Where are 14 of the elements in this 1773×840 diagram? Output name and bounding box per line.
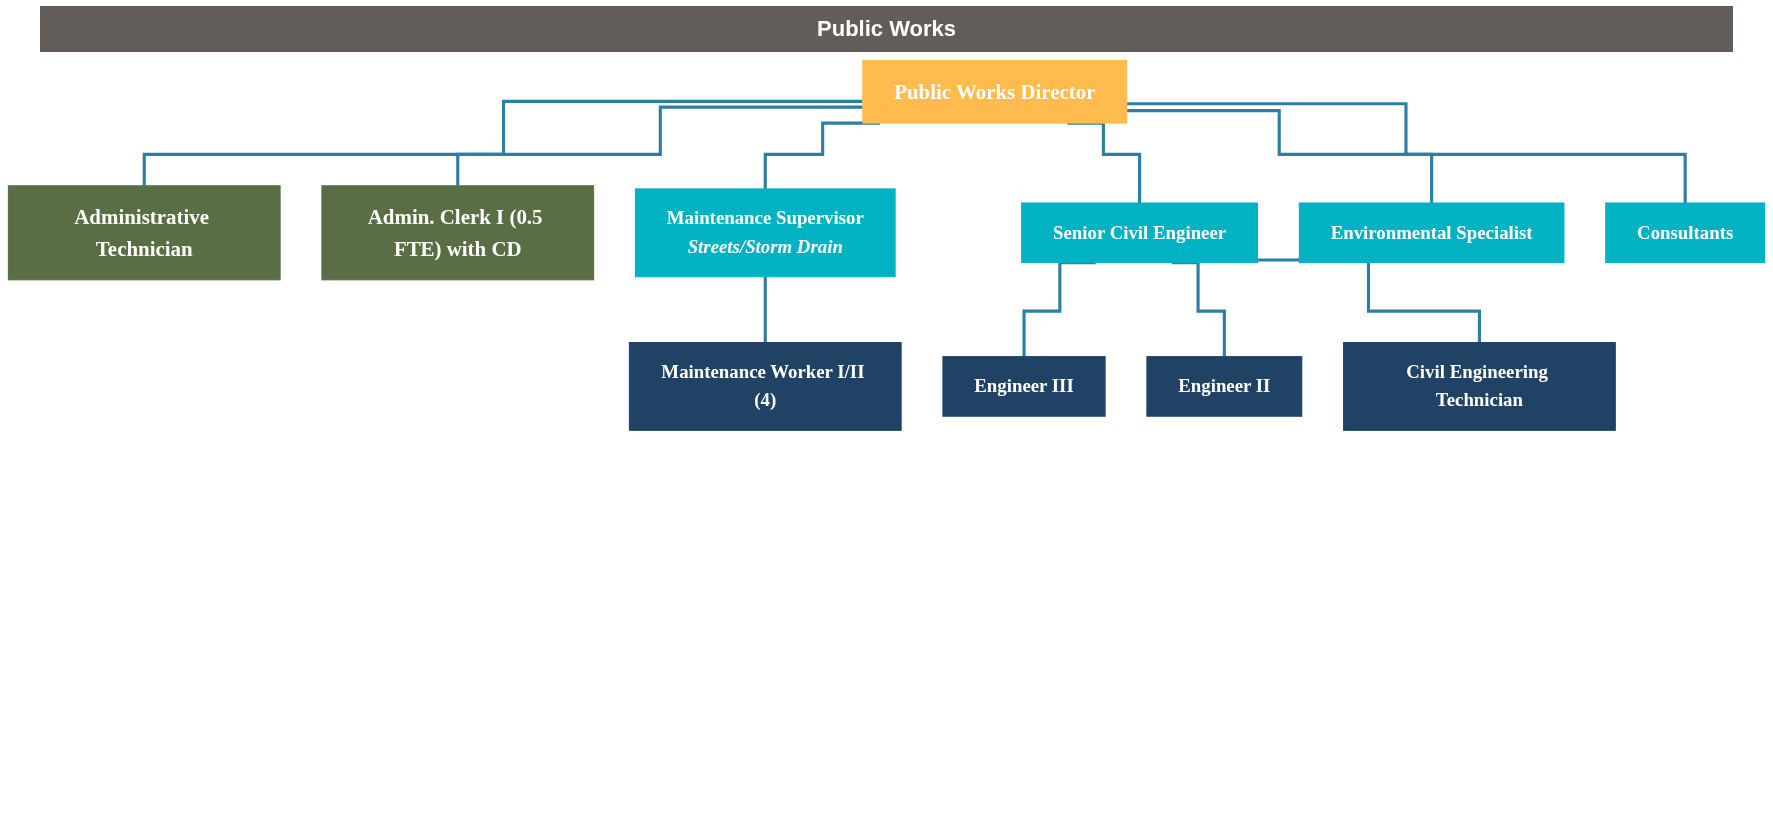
node-box: Civil Engineering Technician — [1343, 342, 1616, 431]
node-box: Maintenance Worker I/II (4) — [628, 342, 902, 431]
node-box: Admin. Clerk I (0.5 FTE) with CD — [321, 185, 595, 281]
node-box: Senior Civil Engineer — [1021, 202, 1259, 264]
title-banner: Public Works — [40, 6, 1733, 52]
node-box: Administrative Technician — [7, 185, 281, 281]
connector — [1126, 109, 1434, 205]
node-box: Consultants — [1605, 202, 1766, 264]
node-box: Public Works Director — [862, 59, 1128, 124]
node-box: Maintenance Supervisor Streets/Storm Drain — [634, 188, 896, 278]
node-box: Engineer III — [942, 356, 1106, 417]
connector — [1126, 102, 1687, 205]
node-box: Environmental Specialist — [1298, 202, 1565, 264]
node-box: Engineer II — [1146, 356, 1303, 417]
